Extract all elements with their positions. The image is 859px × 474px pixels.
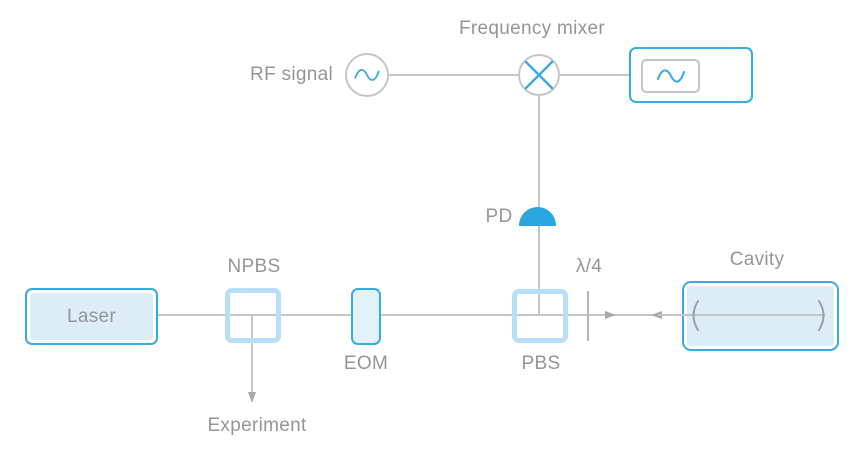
beam-line-main <box>158 314 825 316</box>
cavity-fill <box>687 286 834 346</box>
oscilloscope-screen <box>641 59 700 93</box>
wire-mixer-to-pbs <box>538 75 540 315</box>
frequency-mixer-node <box>518 54 560 96</box>
pbs-splitter <box>512 289 568 343</box>
wire-mixer-to-scope <box>560 74 629 76</box>
beam-arrow-right-icon <box>605 311 616 319</box>
laser-box: Laser <box>25 288 158 345</box>
cavity-mirror-pair-icon <box>692 300 825 331</box>
experiment-label: Experiment <box>207 415 307 436</box>
rf-signal-label: RF signal <box>250 64 333 85</box>
sine-wave-icon <box>656 69 685 83</box>
rf-source-node <box>345 53 389 97</box>
mixer-cross-icon <box>524 60 554 90</box>
quarter-waveplate <box>587 291 589 341</box>
pbs-label: PBS <box>521 353 561 374</box>
sine-wave-icon <box>354 69 380 81</box>
npbs-splitter <box>225 288 281 343</box>
beam-line-experiment <box>251 316 253 394</box>
pd-label: PD <box>485 206 513 227</box>
oscilloscope-box <box>629 47 753 103</box>
eom-modulator <box>351 288 381 345</box>
laser-label: Laser <box>66 306 117 327</box>
quarter-waveplate-label: λ/4 <box>575 256 603 277</box>
npbs-label: NPBS <box>227 256 281 277</box>
frequency-mixer-label: Frequency mixer <box>459 18 605 39</box>
wire-rf-to-mixer <box>367 74 539 76</box>
photodetector-icon <box>519 207 556 226</box>
cavity-box <box>682 281 839 351</box>
laser-fill: Laser <box>30 293 153 340</box>
eom-label: EOM <box>343 353 389 374</box>
beam-arrow-left-icon <box>651 311 662 319</box>
beam-line-cavity-return <box>658 314 825 316</box>
cavity-label: Cavity <box>729 249 785 270</box>
experiment-arrow-down-icon <box>248 392 256 403</box>
